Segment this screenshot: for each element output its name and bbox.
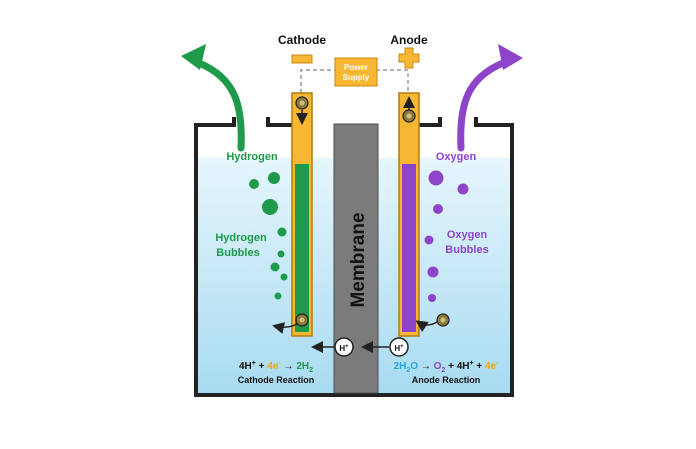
hydrogen-bubble — [268, 172, 280, 184]
oxygen-bubbles — [424, 170, 469, 302]
anode-label: Anode — [390, 33, 428, 47]
oxygen-bubble — [428, 170, 444, 186]
hydrogen-gas-arrow — [195, 59, 245, 152]
hydrogen-bubble — [277, 227, 287, 237]
cathode-active-region — [295, 164, 309, 332]
power-supply-label-2: Supply — [343, 73, 370, 82]
power-wire — [300, 69, 409, 100]
oxygen-bubble — [424, 235, 434, 245]
cathode-reaction-caption: Cathode Reaction — [238, 375, 315, 385]
oxygen-gas-arrowhead — [498, 44, 523, 70]
power-supply-label-1: Power — [344, 63, 368, 72]
oxygen-bubble — [457, 183, 469, 195]
anode-equation: 2H2O → O2 + 4H+ + 4e- — [394, 360, 500, 374]
anode-top-electron-icon — [402, 109, 416, 123]
oxygen-bubble — [433, 204, 443, 214]
tank-center-rim-left — [266, 117, 300, 127]
hydrogen-gas-arrowhead — [181, 44, 206, 70]
cathode-equation: 4H+ + 4e- → 2H2 — [239, 360, 313, 374]
power-supply-box — [334, 57, 378, 87]
cathode-bottom-electron-icon — [295, 313, 309, 327]
oxygen-bubble — [427, 266, 439, 278]
tank-right-rim — [474, 117, 512, 127]
cathode-label: Cathode — [278, 33, 326, 47]
cathode-top-electron-icon — [295, 96, 309, 110]
hydrogen-bubbles-label-1: Hydrogen — [215, 232, 267, 244]
hydrogen-bubble — [277, 250, 285, 258]
oxygen-bubble — [428, 294, 436, 302]
minus-sign-icon — [291, 54, 313, 64]
anode-bottom-electron-icon — [436, 313, 450, 327]
water-right — [378, 158, 512, 393]
hydrogen-bubbles-label-2: Bubbles — [216, 247, 259, 259]
oxygen-label: Oxygen — [436, 151, 477, 163]
oxygen-bubbles-label-2: Bubbles — [445, 244, 488, 256]
oxygen-gas-arrow — [457, 59, 507, 152]
hydrogen-bubble — [274, 292, 282, 300]
oxygen-bubbles-label-1: Oxygen — [447, 229, 488, 241]
hydrogen-bubble — [280, 273, 288, 281]
hydrogen-bubble — [262, 199, 278, 215]
membrane-label: Membrane — [348, 212, 369, 307]
water-left — [195, 158, 334, 393]
tank-left-rim — [196, 117, 236, 127]
svg-text:H+: H+ — [394, 344, 404, 353]
hydrogen-bubble — [270, 262, 280, 272]
hydrogen-label: Hydrogen — [226, 151, 278, 163]
anode-electron-in-arrow — [415, 320, 438, 332]
tank-outline — [194, 123, 514, 397]
anode-active-region — [402, 164, 416, 332]
plus-sign-icon — [398, 47, 420, 69]
hydrogen-bubble — [249, 179, 259, 189]
svg-text:H+: H+ — [339, 344, 349, 353]
proton-right-icon: H+ — [389, 337, 409, 357]
hydrogen-bubbles — [249, 172, 288, 300]
proton-left-icon: H+ — [334, 337, 354, 357]
anode-reaction-caption: Anode Reaction — [412, 375, 481, 385]
cathode-electron-out-arrow — [272, 322, 298, 334]
